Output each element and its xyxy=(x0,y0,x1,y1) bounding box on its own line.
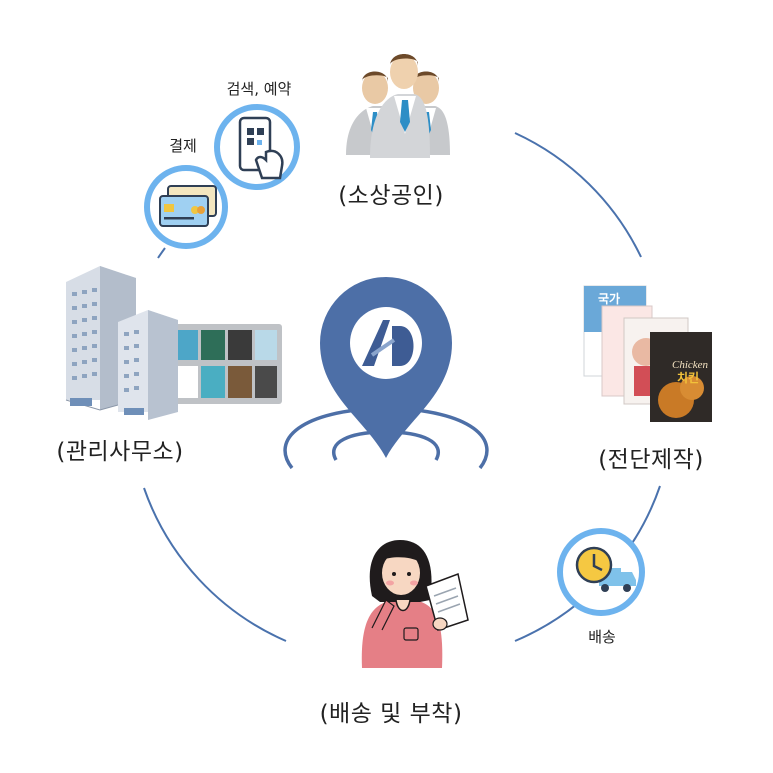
payment-label: 결제 xyxy=(169,137,197,155)
apartment-buildings-icon xyxy=(65,266,282,420)
ad-logo-a xyxy=(362,320,390,366)
delivery-label: 배송 xyxy=(588,628,616,646)
node-label-bottom: (배송 및 부착) xyxy=(319,701,463,727)
search-booking-label: 검색, 예약 xyxy=(226,80,292,98)
woman-reading-icon xyxy=(361,540,469,668)
ad-logo-swoosh xyxy=(370,338,396,357)
ring-arc-top-right xyxy=(514,132,642,258)
node-label-left: (관리사무소) xyxy=(56,439,184,465)
flyer-chicken-ko: 치킨 xyxy=(677,370,699,385)
flyer-chicken-en: Chicken xyxy=(672,359,709,371)
delivery-badge xyxy=(557,528,645,616)
node-label-right: (전단제작) xyxy=(598,447,704,473)
node-label-top: (소상공인) xyxy=(338,183,444,209)
payment-badge xyxy=(144,165,228,249)
ad-logo-d xyxy=(392,326,414,366)
ring-arc-bottom-left xyxy=(143,487,287,642)
flyer-title: 국가 xyxy=(598,291,620,306)
flyers-icon: Chicken 치킨 국가 xyxy=(583,285,712,422)
center-pin-group xyxy=(283,277,489,470)
search-booking-badge xyxy=(214,104,300,190)
business-people-icon xyxy=(346,54,450,158)
smartphone-qr-icon xyxy=(238,116,272,172)
ring-arc-left-top xyxy=(157,247,166,259)
